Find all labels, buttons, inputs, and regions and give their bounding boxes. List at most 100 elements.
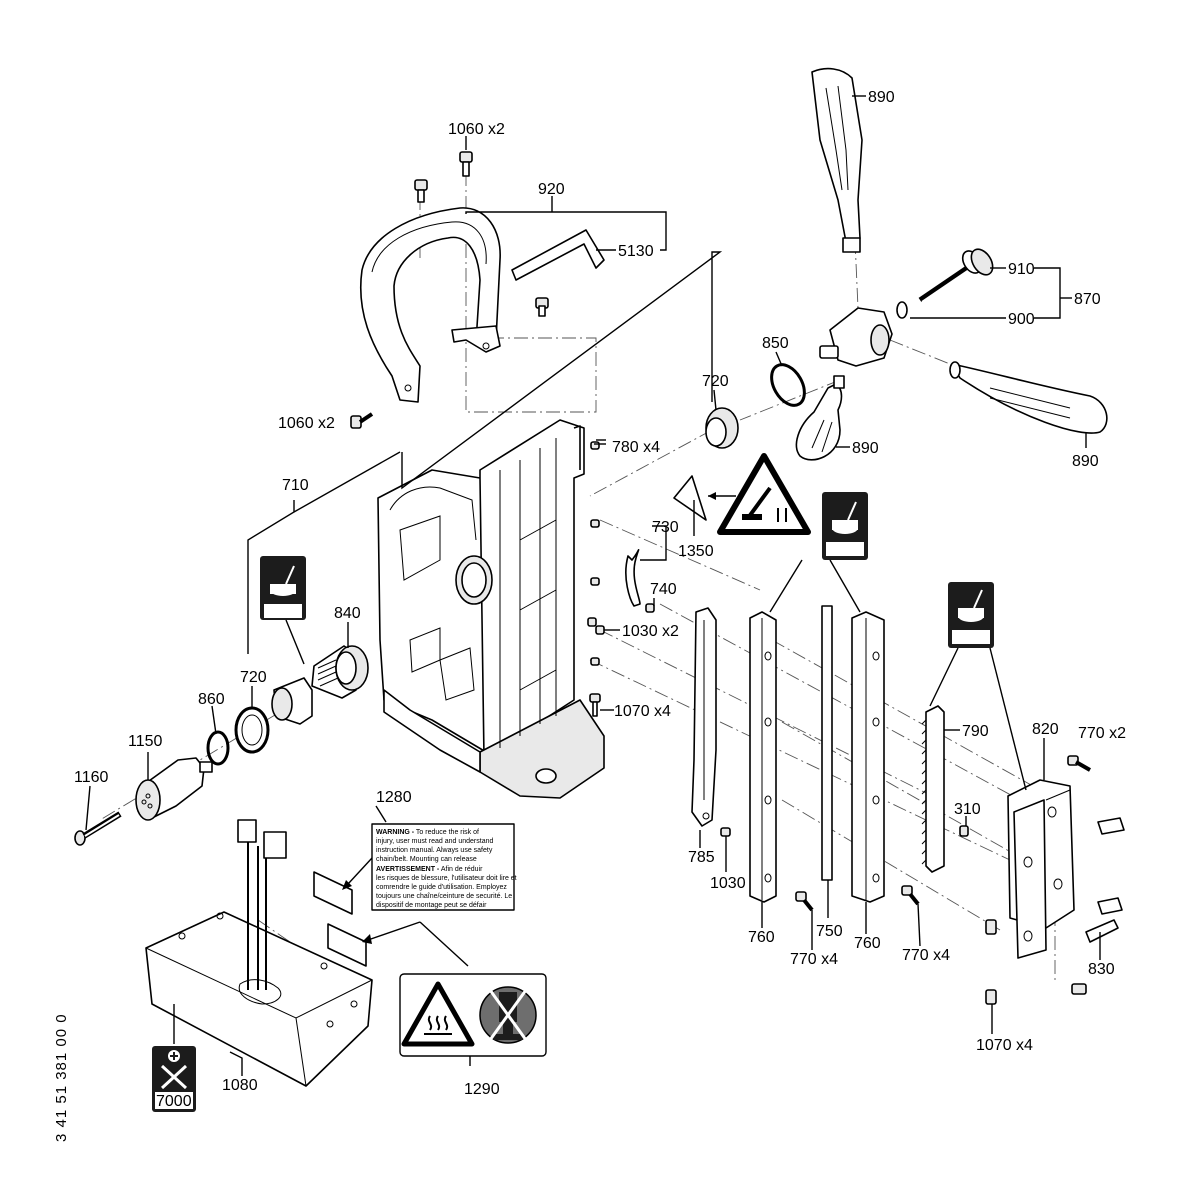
callout-870: 870 bbox=[1074, 291, 1101, 308]
callout-310: 310 bbox=[954, 801, 981, 818]
callout-890-top: 890 bbox=[868, 89, 895, 106]
shaft-840 bbox=[311, 645, 369, 699]
callout-7000: 7000 bbox=[156, 1093, 192, 1110]
leader-lines bbox=[85, 95, 1101, 1076]
document-number: 3 41 51 381 00 0 bbox=[53, 1013, 70, 1142]
warning-line-9: dispositif de montage peut se défair bbox=[376, 902, 487, 909]
bushing-720-top bbox=[705, 407, 739, 449]
bushing-720-left bbox=[271, 677, 313, 725]
callout-790: 790 bbox=[962, 723, 989, 740]
callout-760-b: 760 bbox=[854, 935, 881, 952]
warning-line-7: comrendre le guide d'utilisation. Employ… bbox=[376, 884, 507, 891]
coil-leads bbox=[237, 819, 287, 990]
screw-1030 bbox=[720, 827, 731, 837]
bolts-carriage bbox=[985, 817, 1125, 1005]
washer-900 bbox=[896, 301, 908, 319]
carry-handle-920 bbox=[360, 207, 501, 403]
callout-1150: 1150 bbox=[128, 733, 163, 750]
callout-730: 730 bbox=[652, 519, 679, 536]
warning-line-1: To reduce the risk of bbox=[414, 829, 479, 836]
knob-screw-910 bbox=[918, 248, 994, 303]
warning-label-1280: WARNING - To reduce the risk of injury, … bbox=[371, 823, 517, 911]
main-housing-710 bbox=[377, 419, 605, 799]
callout-785: 785 bbox=[688, 849, 715, 866]
strip-750 bbox=[821, 605, 833, 881]
lever-785 bbox=[691, 607, 717, 827]
callout-770-b: 770 x4 bbox=[902, 947, 950, 964]
callout-1280: 1280 bbox=[376, 789, 412, 806]
rail-760-b bbox=[851, 611, 885, 903]
rack-790 bbox=[921, 705, 945, 873]
magnet-base-1080 bbox=[145, 911, 373, 1087]
lubricate-icon bbox=[260, 556, 306, 620]
screws-1060 bbox=[350, 151, 549, 429]
rail-760-a bbox=[749, 611, 777, 903]
callout-1160: 1160 bbox=[74, 769, 109, 786]
lubricate-icon bbox=[948, 582, 994, 648]
callout-760-a: 760 bbox=[748, 929, 775, 946]
callout-770-x2: 770 x2 bbox=[1078, 725, 1126, 742]
callout-1030-mid: 1030 x2 bbox=[622, 623, 679, 640]
callout-1070-bot: 1070 x4 bbox=[976, 1037, 1033, 1054]
callout-820: 820 bbox=[1032, 721, 1059, 738]
warning-triangle-icon bbox=[717, 453, 811, 535]
callout-920: 920 bbox=[538, 181, 565, 198]
label-1280-a bbox=[313, 871, 353, 915]
callout-1070-mid: 1070 x4 bbox=[614, 703, 671, 720]
warning-line-4: chain/belt. Mounting can release bbox=[376, 856, 477, 863]
handle-890-right bbox=[949, 361, 1108, 434]
washer-720 bbox=[234, 706, 270, 754]
callout-5130: 5130 bbox=[618, 243, 654, 260]
label-1350 bbox=[673, 475, 707, 521]
callout-750: 750 bbox=[816, 923, 843, 940]
warning-line-5: Afin de réduir bbox=[439, 866, 483, 873]
callout-1350: 1350 bbox=[678, 543, 714, 560]
callout-900: 900 bbox=[1008, 311, 1035, 328]
callout-840: 840 bbox=[334, 605, 361, 622]
screws-770 bbox=[795, 755, 1091, 912]
lubricate-icon bbox=[822, 492, 868, 560]
handle-890-top bbox=[811, 67, 863, 253]
label-1280-b bbox=[327, 923, 367, 967]
callout-890-right: 890 bbox=[1072, 453, 1099, 470]
o-ring-850 bbox=[770, 363, 806, 407]
callout-830: 830 bbox=[1088, 961, 1115, 978]
callouts: 890 1060 x2 920 5130 910 870 900 850 720… bbox=[74, 89, 1126, 1110]
key-830 bbox=[1085, 919, 1119, 943]
svg-text:WARNING - To reduce the risk o: WARNING - To reduce the risk of bbox=[376, 829, 479, 836]
pin-310 bbox=[959, 825, 969, 837]
callout-740: 740 bbox=[650, 581, 677, 598]
label-1290 bbox=[399, 973, 547, 1057]
warning-line-2: injury, user must read and understand bbox=[376, 838, 493, 845]
callout-1080: 1080 bbox=[222, 1077, 258, 1094]
knob-1150 bbox=[135, 757, 213, 821]
warning-line-1-bold: WARNING - bbox=[376, 829, 415, 836]
callout-720-left: 720 bbox=[240, 669, 267, 686]
callout-890-mid: 890 bbox=[852, 440, 879, 457]
circlip-860 bbox=[206, 730, 230, 766]
callout-1290: 1290 bbox=[464, 1081, 500, 1098]
warning-line-6: les risques de blessure, l'utilisateur d… bbox=[376, 875, 517, 882]
clip-730 bbox=[625, 549, 641, 607]
callout-780: 780 x4 bbox=[612, 439, 660, 456]
hub-870 bbox=[819, 307, 893, 367]
assembly-axes bbox=[99, 172, 1061, 991]
warning-line-8: toujours une chaîne/ceinture de securité… bbox=[376, 893, 512, 900]
magnet-drill-icon bbox=[479, 986, 537, 1044]
callout-720-top: 720 bbox=[702, 373, 729, 390]
hot-surface-icon bbox=[401, 981, 475, 1047]
handle-890-mid bbox=[795, 375, 845, 461]
callout-860: 860 bbox=[198, 691, 225, 708]
callout-850: 850 bbox=[762, 335, 789, 352]
bolt-1160 bbox=[74, 811, 122, 846]
callout-1060-left: 1060 x2 bbox=[278, 415, 335, 432]
carriage-820 bbox=[1007, 779, 1075, 959]
callout-710: 710 bbox=[282, 477, 309, 494]
svg-text:AVERTISSEMENT - Afin de réduir: AVERTISSEMENT - Afin de réduir bbox=[376, 866, 483, 873]
callout-1060-top: 1060 x2 bbox=[448, 121, 505, 138]
callout-1030-bot: 1030 bbox=[710, 875, 746, 892]
warning-line-3: instruction manual. Always use safety bbox=[376, 847, 493, 854]
callout-910: 910 bbox=[1008, 261, 1035, 278]
callout-770-a: 770 x4 bbox=[790, 951, 838, 968]
